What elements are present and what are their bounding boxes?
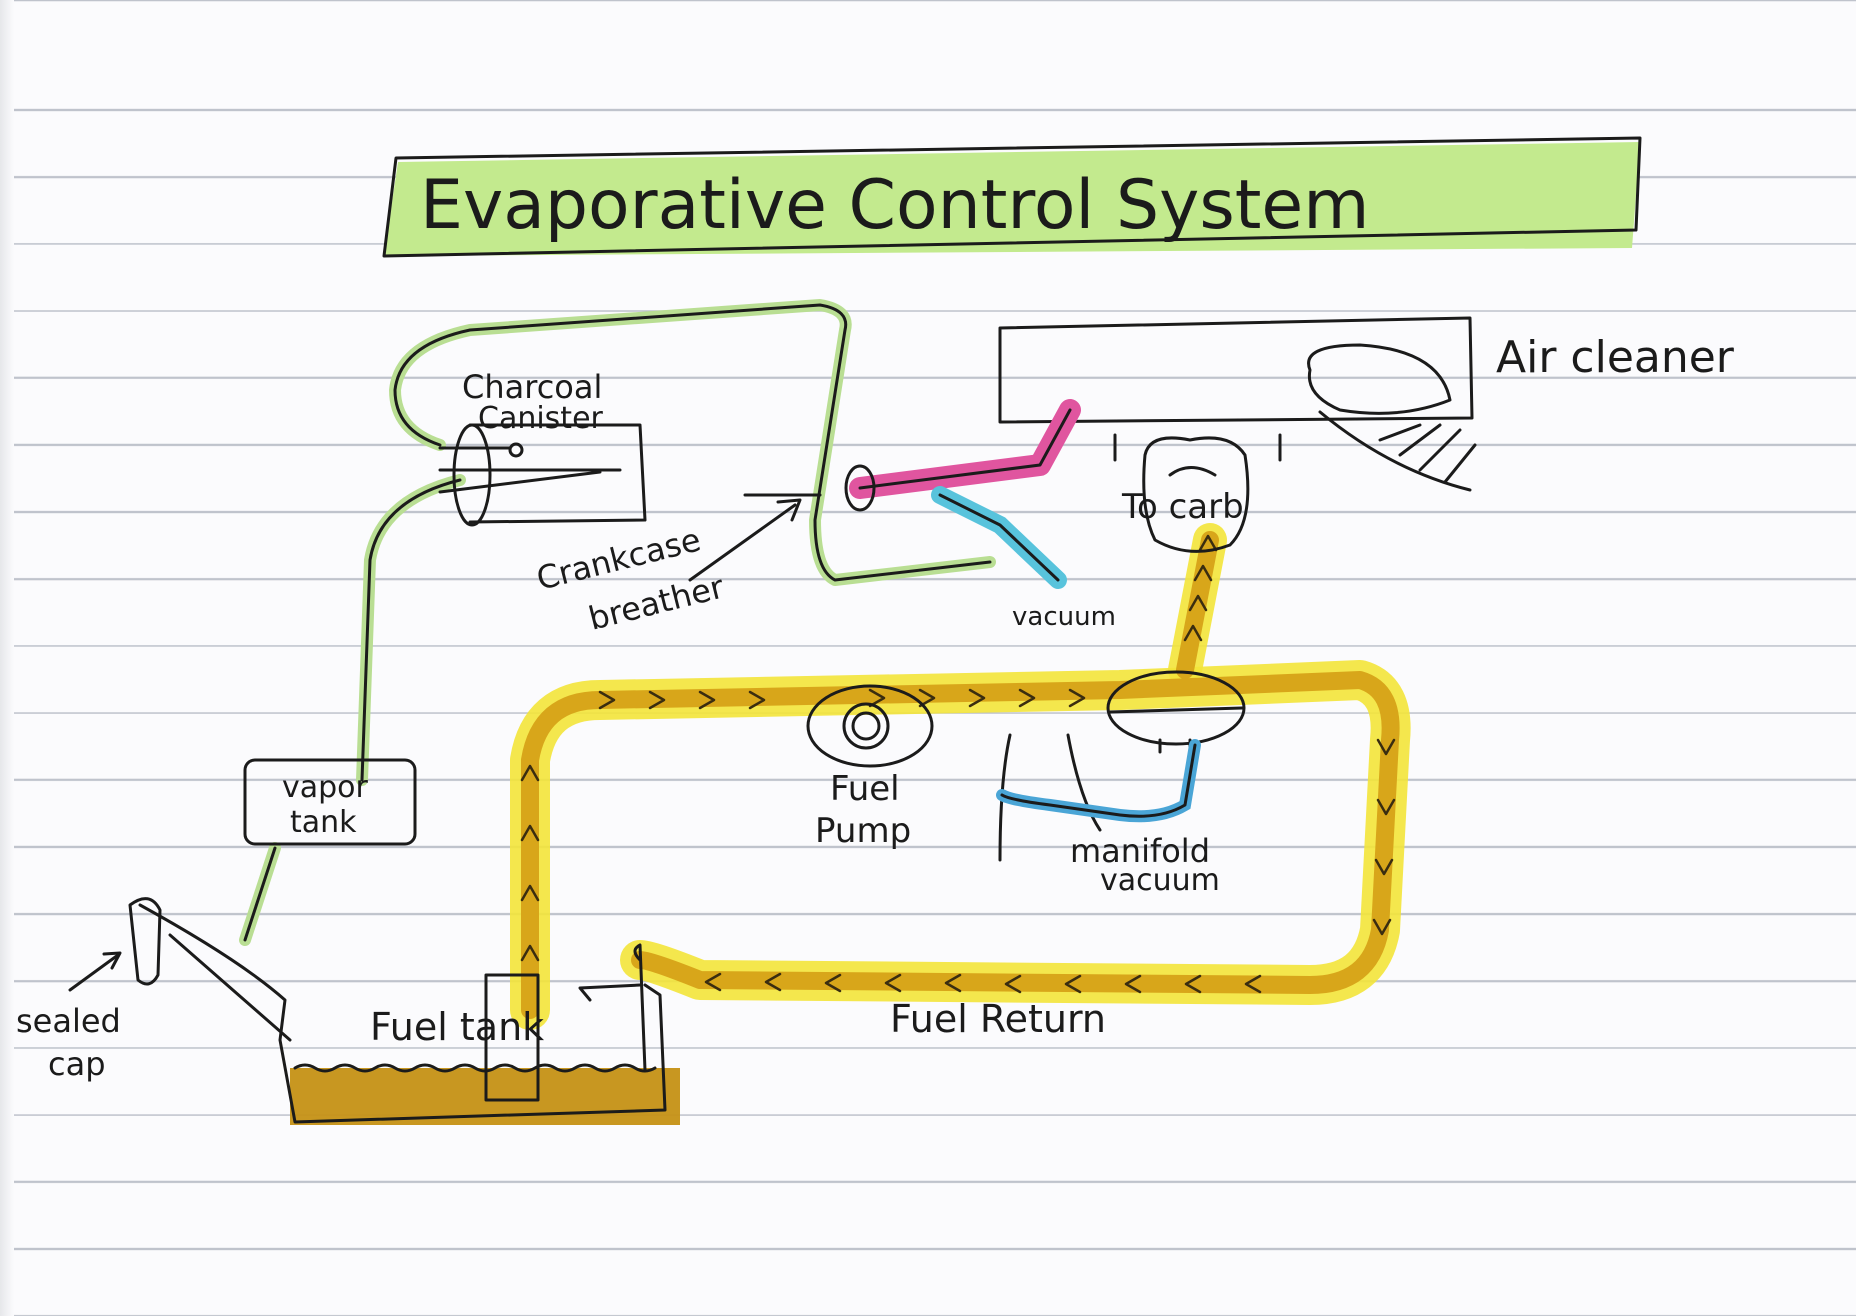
sealed-cap-label-line1: sealed: [16, 1002, 121, 1040]
canister-port-cap: [508, 442, 524, 458]
manifold-vacuum-label-line2: vacuum: [1100, 863, 1220, 898]
fuel-pump-ring-inner: [851, 711, 881, 741]
arrow-icon: [688, 503, 797, 582]
fuel-return-inlet: [633, 943, 647, 1072]
vapor-tank-to-filler-hose-outline: [243, 846, 277, 942]
fuel-pickup-tube: [484, 973, 540, 1102]
fuel-pump-ring-outer: [842, 702, 890, 750]
vacuum-hose-outline: [938, 493, 1060, 582]
fuel-loop-line: [521, 671, 1400, 1019]
fuel-pump-label-line2: Pump: [815, 811, 911, 851]
page-edge: [0, 0, 14, 1316]
manifold-vacuum-hose: [996, 739, 1201, 823]
title-border: [382, 136, 1642, 258]
chevron-icon: [520, 764, 540, 962]
charcoal-canister-label-line1: Charcoal: [462, 368, 602, 406]
charcoal-canister: [438, 423, 647, 527]
separator-bracket: [998, 733, 1102, 862]
carb-linkage: [1113, 433, 1282, 477]
air-cleaner-label: Air cleaner: [1496, 332, 1735, 383]
fuel-system: Fuel Pump manifold vacuum Fue: [138, 523, 1411, 1125]
chevron-icon: [704, 972, 1262, 994]
vapor-tank: [243, 758, 417, 846]
sealed-cap: [68, 897, 162, 992]
canister-to-vapor-tank-hose-outline: [360, 478, 462, 782]
fuel-tank-label: Fuel tank: [370, 1005, 544, 1049]
chevron-icon: [1372, 738, 1396, 936]
canister-end-cap: [452, 423, 492, 527]
separator-body: [1106, 670, 1246, 746]
fuel-pump-label-line1: Fuel: [830, 769, 900, 809]
arrow-icon-head: [102, 951, 122, 970]
arrow-icon: [68, 953, 120, 992]
chevron-icon: [598, 688, 1086, 710]
filler-cap: [128, 897, 162, 986]
to-carb-label: To carb: [1121, 487, 1244, 527]
manifold-vacuum-label-line1: manifold: [1070, 832, 1210, 870]
title-highlight: [384, 142, 1640, 256]
separator-ports: [1158, 738, 1192, 754]
vapor-separator: [998, 670, 1246, 862]
vapor-tank-label-line2: tank: [290, 805, 357, 840]
canister-purge-hose-outline: [393, 303, 992, 582]
carburetor: [1113, 433, 1282, 553]
arrow-icon-head: [776, 498, 802, 522]
fuel-pump-body: [806, 684, 934, 768]
fuel-tank-outline: [138, 903, 667, 1124]
chevron-icon: [1183, 534, 1218, 642]
air-cleaner-hatching: [1318, 410, 1477, 492]
supply-flow-chevrons: [520, 534, 1218, 962]
sealed-cap-label-line2: cap: [48, 1045, 106, 1083]
pcv-valve: [844, 464, 876, 512]
canister-ports: [438, 446, 622, 494]
fuel-level-wave: [293, 1063, 657, 1073]
title-box: Evaporative Control System: [382, 136, 1642, 258]
charcoal-canister-label-line2: Canister: [478, 401, 604, 436]
air-cleaner: [998, 316, 1477, 492]
vapor-tank-label-line1: vapor: [282, 770, 369, 805]
canister-to-vapor-tank-hose: [356, 474, 466, 786]
vapor-tank-box: [243, 758, 417, 846]
fuel-tank: [138, 903, 680, 1125]
manifold-vacuum-hose-outline: [1000, 743, 1197, 818]
air-cleaner-housing: [998, 316, 1474, 424]
air-cleaner-snorkel: [1307, 343, 1452, 415]
pcv-hose-outline: [858, 408, 1072, 490]
fuel-return-label: Fuel Return: [890, 997, 1106, 1041]
page-title: Evaporative Control System: [420, 166, 1370, 245]
separator-divider: [1108, 706, 1244, 714]
vapor-system: [239, 299, 996, 946]
fuel-to-carb-line: [1176, 531, 1219, 679]
carb-body: [1142, 436, 1250, 553]
vacuum-label: vacuum: [1012, 602, 1116, 632]
return-flow-chevrons: [704, 738, 1396, 994]
fuel-pump: [806, 684, 934, 768]
canister-body: [468, 423, 647, 524]
